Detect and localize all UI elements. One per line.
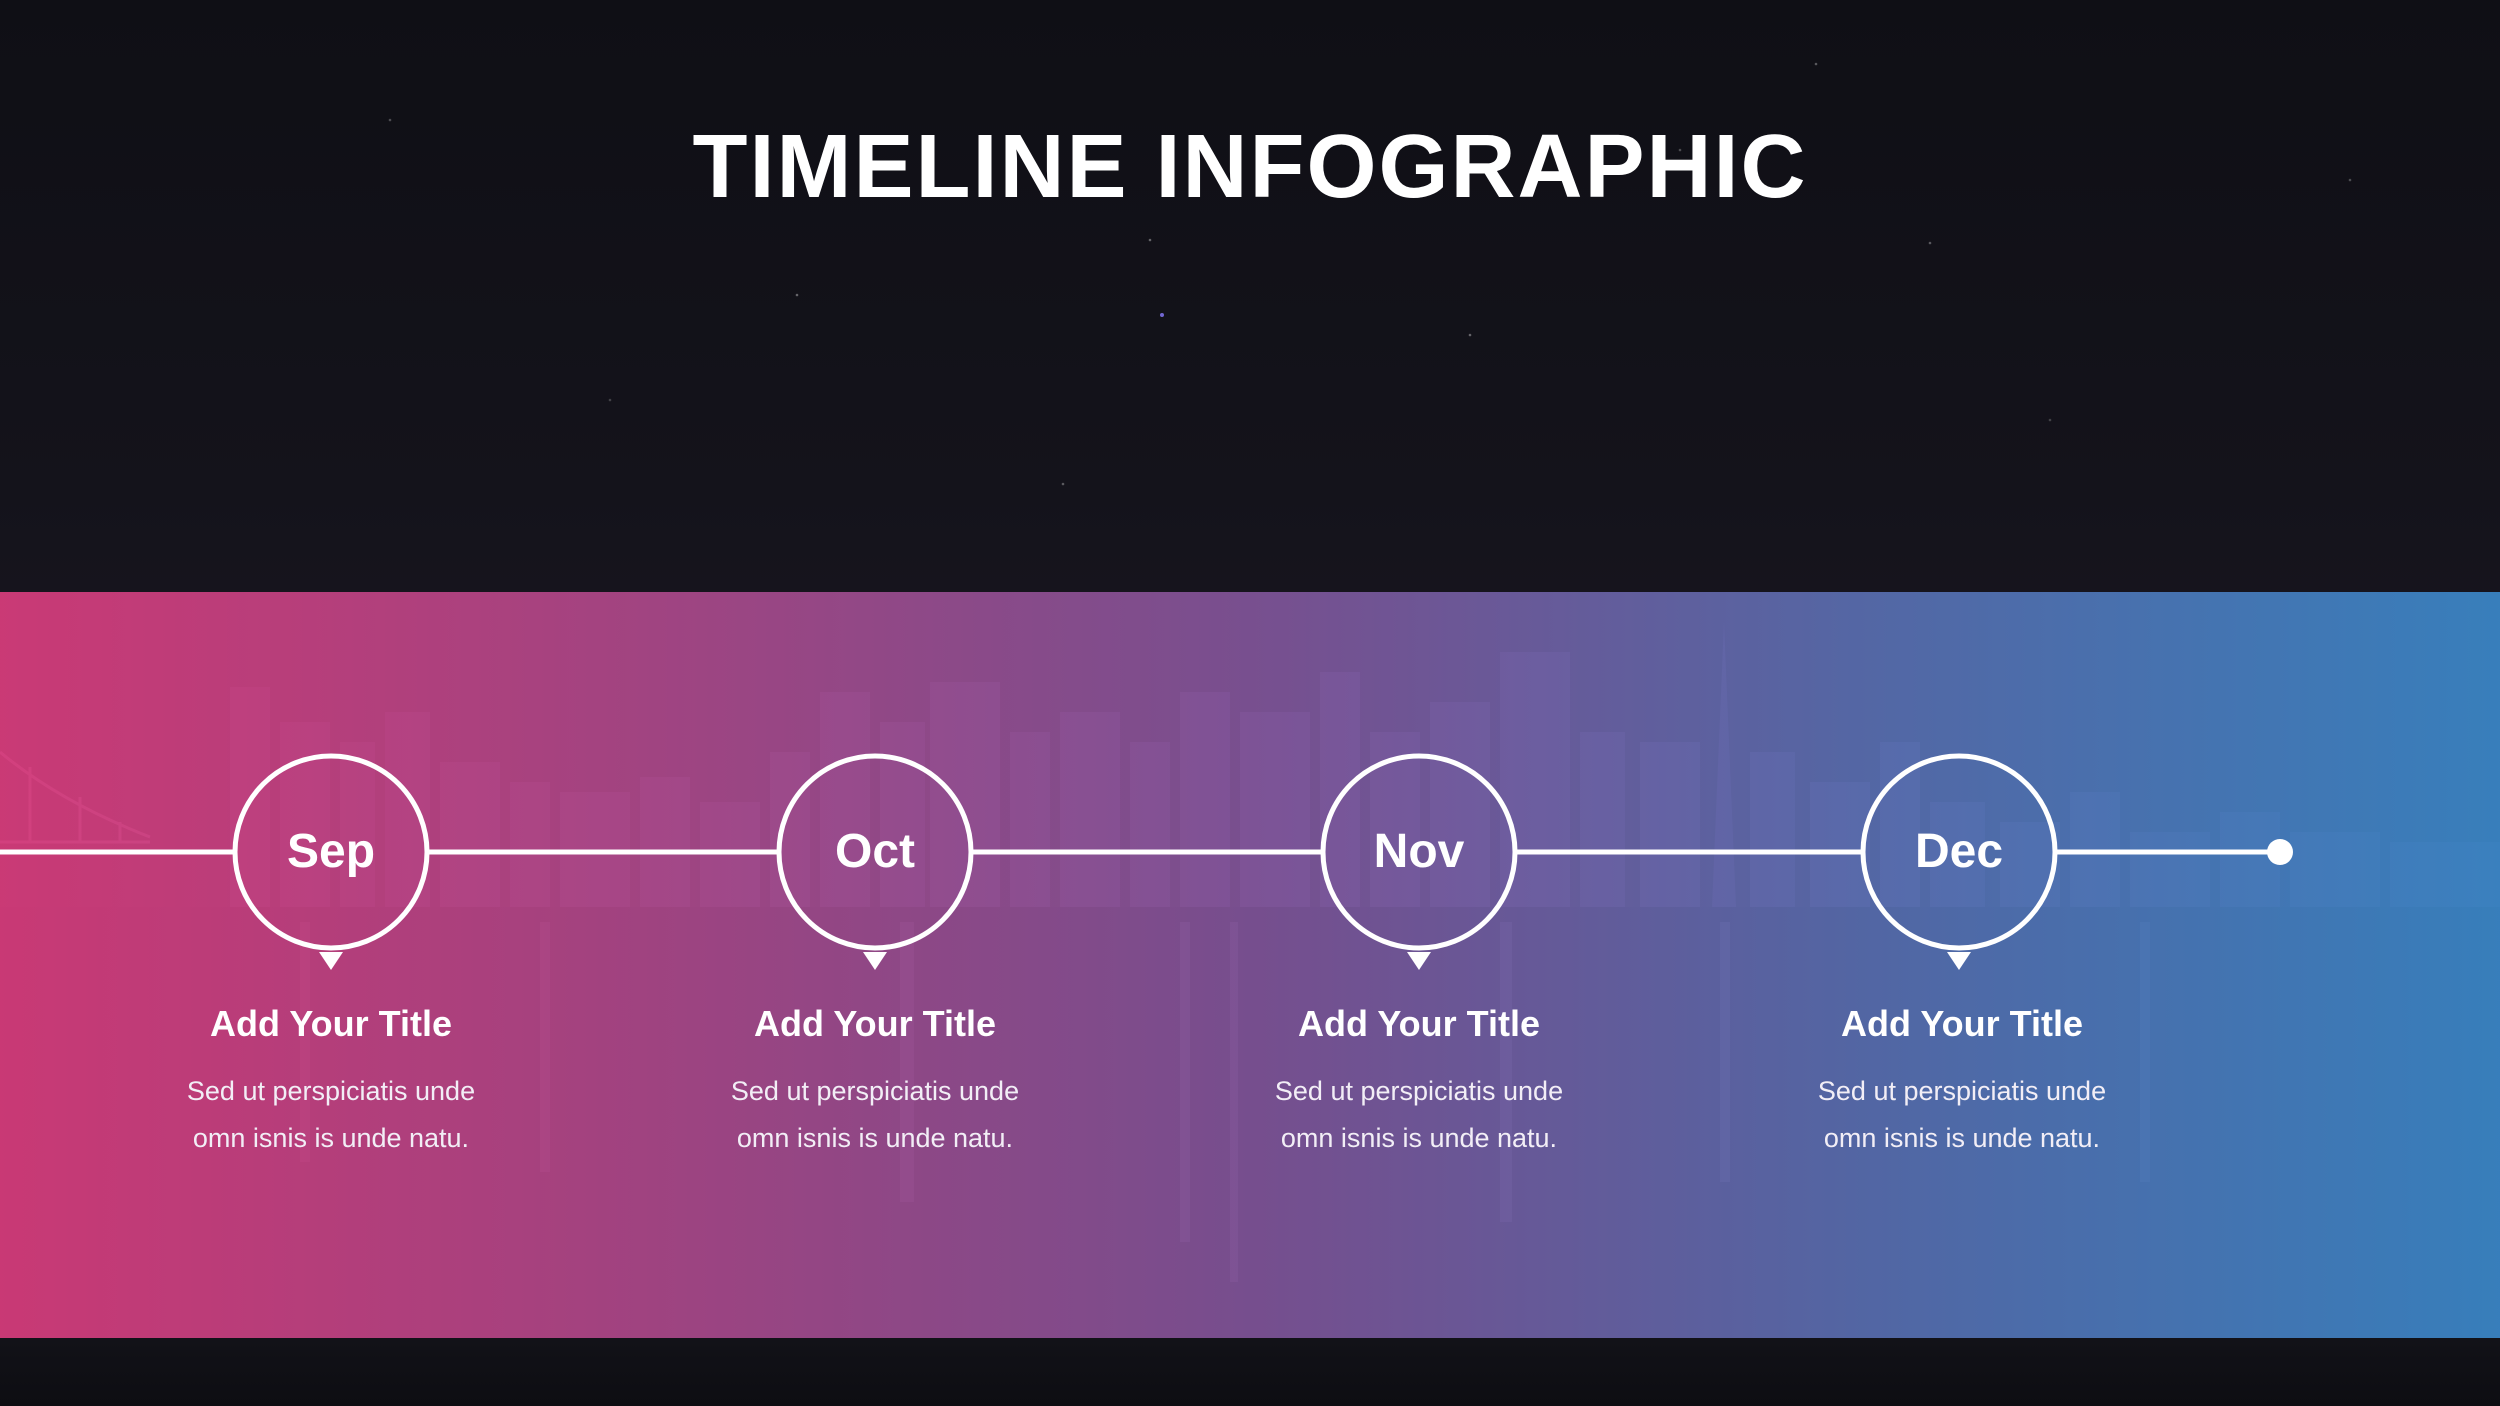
item-title-oct: Add Your Title (753, 1003, 996, 1044)
marker-sep (232, 753, 430, 951)
item-desc-line: omn isnis is unde natu. (192, 1123, 470, 1153)
marker-nov (1320, 753, 1518, 951)
marker-dec (1860, 753, 2058, 951)
item-desc-sep: Sed ut perspiciatis unde omn isnis is un… (121, 1068, 541, 1162)
month-label-sep: Sep (286, 825, 376, 878)
item-title-dec: Add Your Title (1840, 1003, 2083, 1044)
marker-pointer (863, 952, 887, 970)
item-desc-line: Sed ut perspiciatis unde (730, 1076, 1020, 1106)
item-desc-line: omn isnis is unde natu. (736, 1123, 1014, 1153)
timeline-band (0, 592, 2500, 1338)
marker-pointer (1407, 952, 1431, 970)
item-desc-line: Sed ut perspiciatis unde (1274, 1076, 1564, 1106)
item-desc-line: Sed ut perspiciatis unde (186, 1076, 476, 1106)
item-desc-nov: Sed ut perspiciatis unde omn isnis is un… (1209, 1068, 1629, 1162)
item-desc-oct: Sed ut perspiciatis unde omn isnis is un… (665, 1068, 1085, 1162)
item-desc-line: omn isnis is unde natu. (1280, 1123, 1558, 1153)
item-desc-line: Sed ut perspiciatis unde (1817, 1076, 2107, 1106)
marker-pointer (319, 952, 343, 970)
timeline-end-dot (2267, 839, 2293, 865)
item-desc-line: omn isnis is unde natu. (1823, 1123, 2101, 1153)
item-title-sep: Add Your Title (209, 1003, 452, 1044)
month-label-nov: Nov (1373, 825, 1465, 878)
item-desc-dec: Sed ut perspiciatis unde omn isnis is un… (1752, 1068, 2172, 1162)
night-sky (388, 62, 2352, 486)
marker-oct (776, 753, 974, 951)
marker-pointer (1947, 952, 1971, 970)
gradient-overlay (0, 592, 2500, 1338)
slide-title: TIMELINE INFOGRAPHIC (692, 117, 1808, 217)
month-label-oct: Oct (834, 825, 915, 878)
item-title-nov: Add Your Title (1297, 1003, 1540, 1044)
water-strip (0, 1338, 2500, 1406)
month-label-dec: Dec (1914, 825, 2004, 878)
